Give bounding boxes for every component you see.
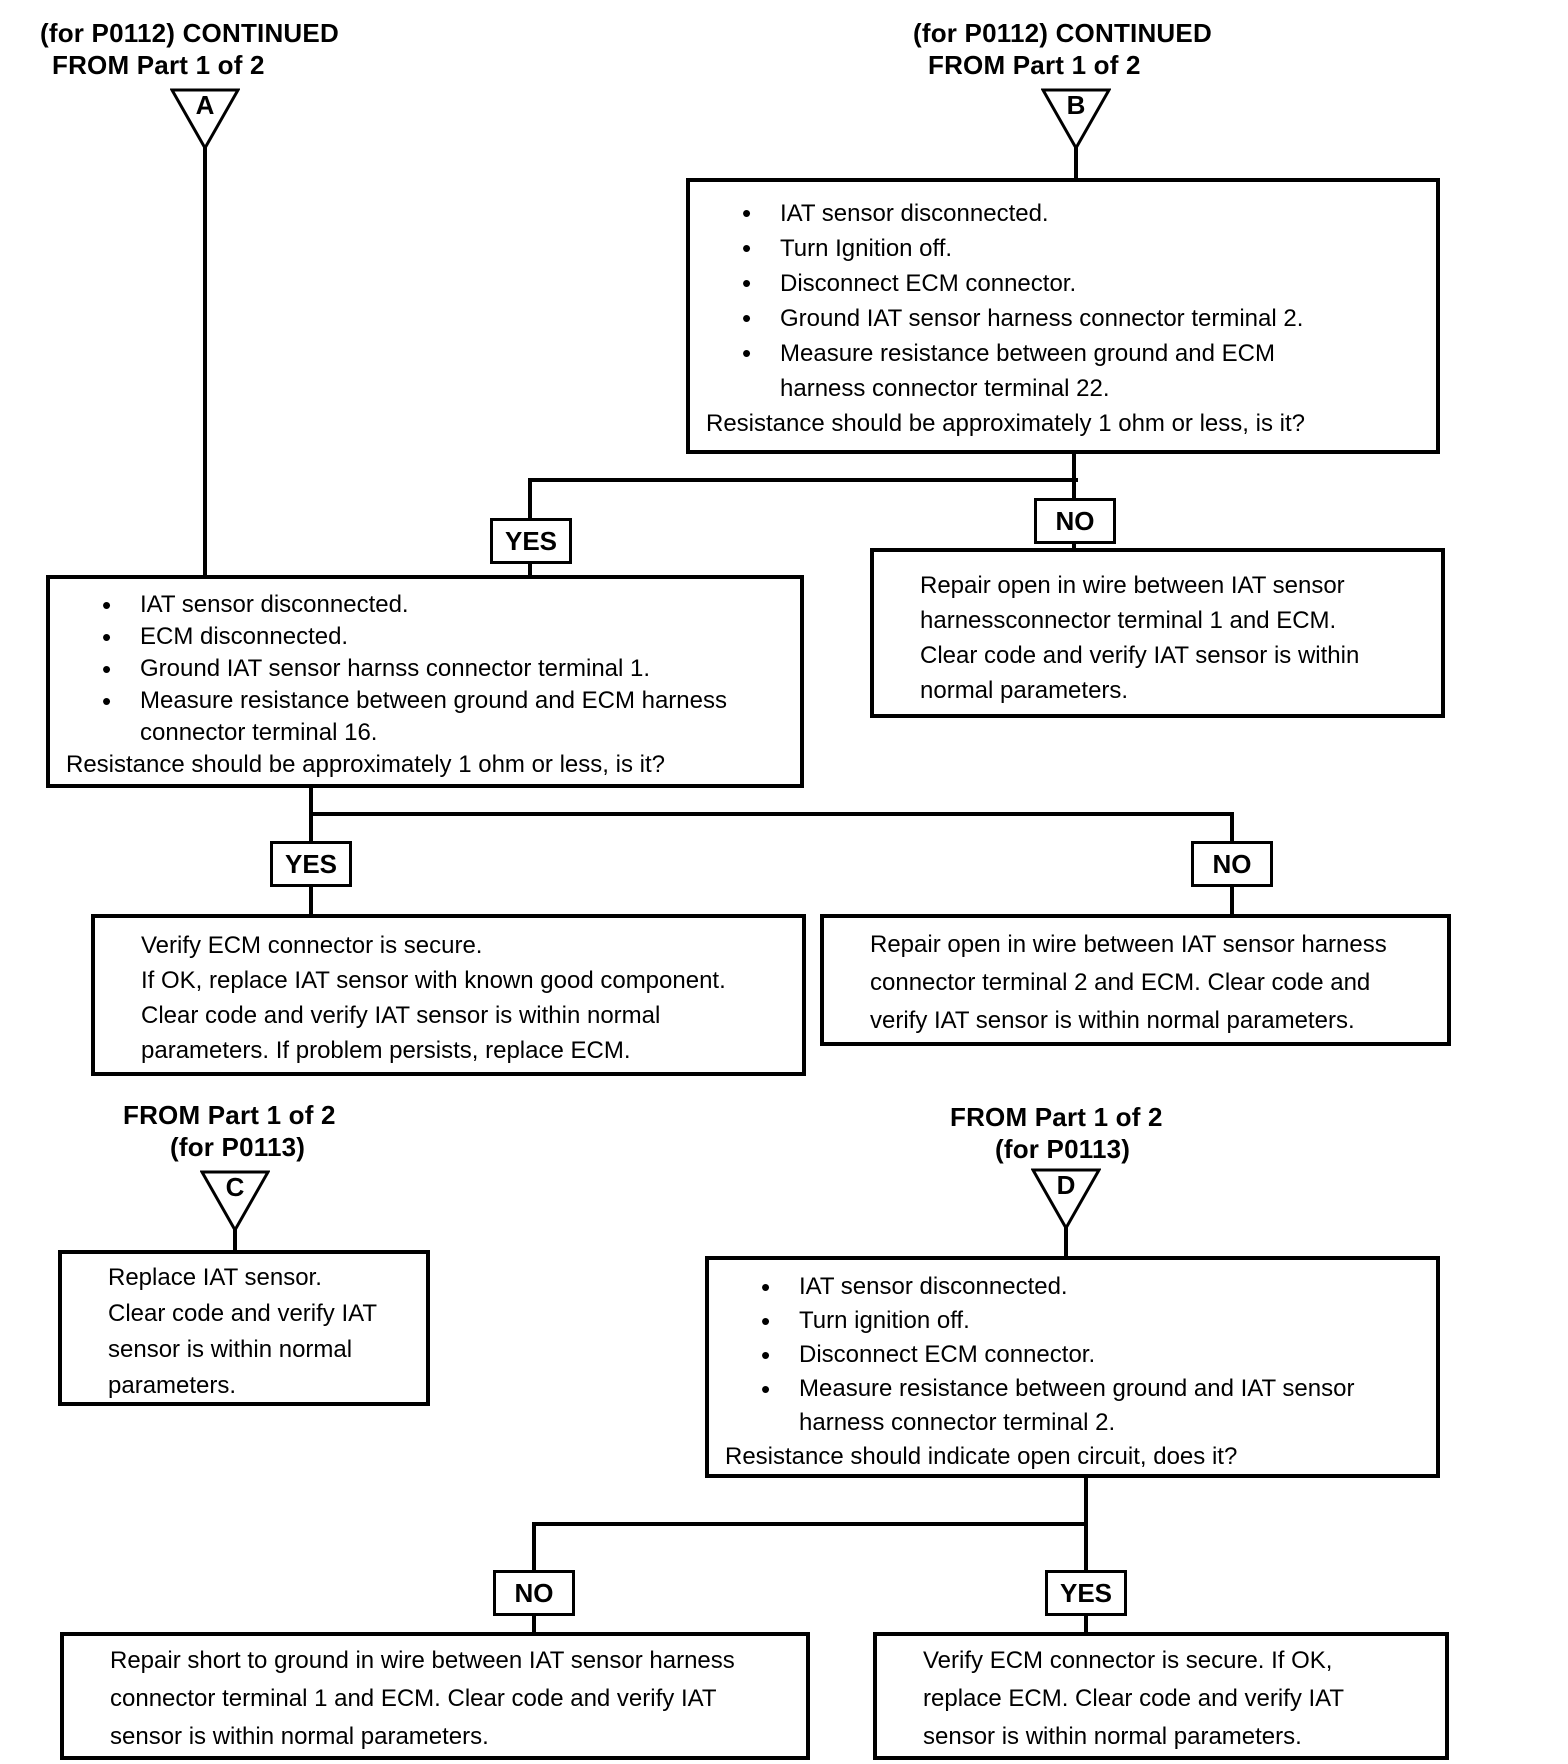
- line-yes1-top: [528, 478, 532, 520]
- step-box-b-resistance-check: IAT sensor disconnected. Turn Ignition o…: [686, 178, 1440, 454]
- box-line: Ground IAT sensor harness connector term…: [704, 301, 1428, 336]
- box-line: Clear code and verify IAT: [108, 1300, 378, 1327]
- line-yes3-bottom: [1084, 1614, 1088, 1634]
- box-line: Resistance should be approximately 1 ohm…: [706, 410, 1305, 437]
- triangle-b-shape: [1041, 88, 1111, 150]
- box-line: Replace IAT sensor.: [108, 1264, 322, 1291]
- box-line: sensor is within normal parameters.: [923, 1723, 1302, 1750]
- box-line: Clear code and verify IAT sensor is with…: [141, 1002, 661, 1029]
- box-line: Verify ECM connector is secure. If OK,: [923, 1647, 1333, 1674]
- box-line: connector terminal 1 and ECM. Clear code…: [110, 1685, 717, 1712]
- result-box-replace-ecm: Verify ECM connector is secure. If OK, r…: [873, 1632, 1449, 1760]
- box-line: If OK, replace IAT sensor with known goo…: [141, 967, 726, 994]
- result-box-replace-iat-sensor: Replace IAT sensor. Clear code and verif…: [58, 1250, 430, 1406]
- decision-label-no-2: NO: [1191, 841, 1273, 887]
- line-no1-bottom: [1072, 542, 1076, 552]
- box-line: IAT sensor disconnected.: [704, 196, 1428, 231]
- triangle-c-shape: [200, 1170, 270, 1232]
- line-c-to-box6: [233, 1228, 237, 1254]
- decision-label-no-3: NO: [493, 1570, 575, 1616]
- step-box-d-open-circuit-check: IAT sensor disconnected. Turn ignition o…: [705, 1256, 1440, 1478]
- box-line: parameters. If problem persists, replace…: [141, 1037, 631, 1064]
- box-line: sensor is within normal parameters.: [110, 1723, 489, 1750]
- line-no2-bottom: [1230, 885, 1234, 916]
- box-line: Measure resistance between ground and EC…: [704, 336, 1428, 371]
- line-no3-top: [532, 1522, 536, 1574]
- continued-label-a-line2: FROM Part 1 of 2: [52, 50, 265, 80]
- box-line: IAT sensor disconnected.: [64, 589, 792, 621]
- line-split1-horizontal: [528, 478, 1078, 482]
- box-line: Disconnect ECM connector.: [723, 1338, 1428, 1372]
- decision-label-yes-3: YES: [1045, 1570, 1127, 1616]
- result-box-repair-open-terminal-2: Repair open in wire between IAT sensor h…: [820, 914, 1451, 1046]
- result-box-replace-iat-sensor-or-ecm: Verify ECM connector is secure. If OK, r…: [91, 914, 806, 1076]
- box-line: parameters.: [108, 1372, 237, 1399]
- line-yes2-top: [309, 812, 313, 843]
- triangle-a-shape: [170, 88, 240, 150]
- line-b-to-box1: [1074, 146, 1078, 180]
- decision-label-yes-1: YES: [490, 518, 572, 564]
- box-line: harness connector terminal 22.: [780, 375, 1110, 402]
- box-line: Resistance should indicate open circuit,…: [725, 1443, 1238, 1470]
- triangle-d-shape: [1031, 1168, 1101, 1230]
- result-box-repair-open-terminal-1: Repair open in wire between IAT sensor h…: [870, 548, 1445, 718]
- connector-triangle-d: D: [1031, 1168, 1101, 1230]
- triangle-b-letter: B: [1066, 90, 1086, 120]
- box-line: Turn Ignition off.: [704, 231, 1428, 266]
- line-box7-drop: [1084, 1478, 1088, 1526]
- line-box1-drop: [1072, 452, 1076, 482]
- decision-label-no-1: NO: [1034, 498, 1116, 544]
- continued-label-b-line1: (for P0112) CONTINUED: [913, 18, 1212, 48]
- line-no3-bottom: [532, 1614, 536, 1634]
- box-line: Disconnect ECM connector.: [704, 266, 1428, 301]
- line-yes1-bottom: [528, 562, 532, 577]
- triangle-c-letter: C: [225, 1172, 245, 1202]
- box-line: IAT sensor disconnected.: [723, 1270, 1428, 1304]
- box-line: Measure resistance between ground and IA…: [723, 1372, 1428, 1406]
- from-label-c-line1: FROM Part 1 of 2: [123, 1100, 336, 1130]
- box-line: Repair open in wire between IAT sensor: [920, 572, 1345, 599]
- box-line: connector terminal 16.: [140, 719, 378, 746]
- box-line: harness connector terminal 2.: [799, 1409, 1116, 1436]
- from-label-d-line2: (for P0113): [995, 1134, 1131, 1164]
- box-line: harnessconnector terminal 1 and ECM.: [920, 607, 1337, 634]
- box-line: ECM disconnected.: [64, 621, 792, 653]
- box-line: Measure resistance between ground and EC…: [64, 685, 792, 717]
- decision-label-yes-2: YES: [270, 841, 352, 887]
- box-line: Repair open in wire between IAT sensor h…: [870, 931, 1387, 958]
- result-box-repair-short-terminal-1: Repair short to ground in wire between I…: [60, 1632, 810, 1760]
- from-label-d-line1: FROM Part 1 of 2: [950, 1102, 1163, 1132]
- line-split3-horizontal: [532, 1522, 1088, 1526]
- line-box2-drop: [309, 786, 313, 816]
- box-line: Turn ignition off.: [723, 1304, 1428, 1338]
- line-a-to-box2: [203, 146, 207, 576]
- box-line: Clear code and verify IAT sensor is with…: [920, 642, 1360, 669]
- from-label-c-line2: (for P0113): [170, 1132, 306, 1162]
- triangle-d-letter: D: [1056, 1170, 1076, 1200]
- step-box-a-resistance-check: IAT sensor disconnected. ECM disconnecte…: [46, 575, 804, 788]
- continued-label-a-line1: (for P0112) CONTINUED: [40, 18, 339, 48]
- line-split2-horizontal: [309, 812, 1234, 816]
- box-line: verify IAT sensor is within normal param…: [870, 1007, 1355, 1034]
- box-line: connector terminal 2 and ECM. Clear code…: [870, 969, 1371, 996]
- box-line: normal parameters.: [920, 677, 1129, 704]
- line-yes3-top: [1084, 1522, 1088, 1574]
- connector-triangle-a: A: [170, 88, 240, 150]
- box-line: Verify ECM connector is secure.: [141, 932, 483, 959]
- triangle-a-letter: A: [195, 90, 215, 120]
- connector-triangle-b: B: [1041, 88, 1111, 150]
- line-no1-top: [1072, 478, 1076, 500]
- box-line: Resistance should be approximately 1 ohm…: [66, 751, 665, 778]
- box-line: replace ECM. Clear code and verify IAT: [923, 1685, 1345, 1712]
- box-line: sensor is within normal: [108, 1336, 353, 1363]
- line-yes2-bottom: [309, 885, 313, 916]
- line-d-to-box7: [1064, 1226, 1068, 1258]
- box-line: Repair short to ground in wire between I…: [110, 1647, 735, 1674]
- continued-label-b-line2: FROM Part 1 of 2: [928, 50, 1141, 80]
- connector-triangle-c: C: [200, 1170, 270, 1232]
- box-line: Ground IAT sensor harnss connector termi…: [64, 653, 792, 685]
- line-no2-top: [1230, 812, 1234, 843]
